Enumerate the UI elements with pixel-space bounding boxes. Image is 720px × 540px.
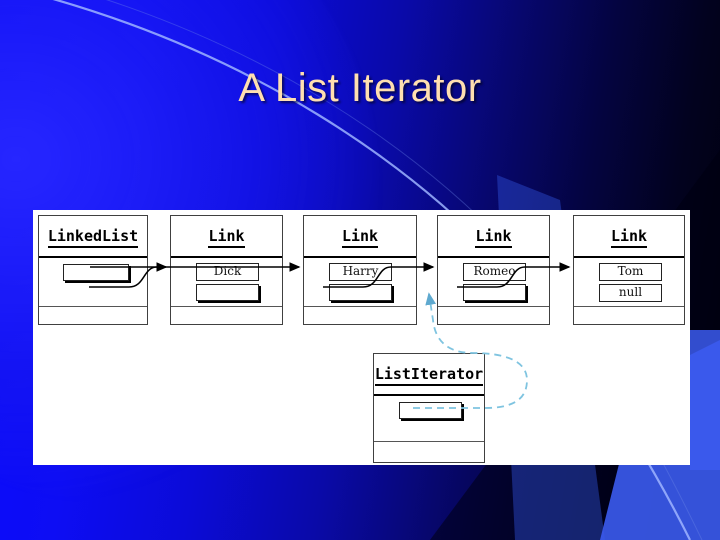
uml-divider-linkedlist: [39, 306, 147, 307]
field-linkedlist-head[interactable]: [63, 264, 129, 281]
uml-box-title-listiterator: ListIterator: [374, 354, 484, 396]
uml-divider-link-tom: [574, 306, 684, 307]
field-link-dick-value[interactable]: Dick: [196, 263, 259, 281]
field-link-harry-next[interactable]: [329, 284, 392, 301]
uml-box-link-romeo[interactable]: Link Romeo: [437, 215, 550, 325]
uml-box-title-link-dick: Link: [171, 216, 282, 258]
uml-divider-listiterator: [374, 441, 484, 442]
page-title: A List Iterator: [238, 66, 482, 110]
uml-box-link-tom[interactable]: Link Tom null: [573, 215, 685, 325]
uml-box-title-linkedlist: LinkedList: [39, 216, 147, 258]
uml-box-listiterator[interactable]: ListIterator: [373, 353, 485, 463]
uml-divider-link-dick: [171, 306, 282, 307]
uml-box-linkedlist[interactable]: LinkedList: [38, 215, 148, 325]
field-link-tom-value[interactable]: Tom: [599, 263, 662, 281]
uml-divider-link-harry: [304, 306, 416, 307]
diagram-panel: LinkedList Link Dick Link Harry: [33, 210, 690, 465]
field-link-romeo-next[interactable]: [463, 284, 526, 301]
uml-box-title-link-harry: Link: [304, 216, 416, 258]
field-link-harry-value[interactable]: Harry: [329, 263, 392, 281]
field-link-dick-next[interactable]: [196, 284, 259, 301]
uml-box-title-link-romeo: Link: [438, 216, 549, 258]
field-listiterator-position[interactable]: [399, 402, 462, 419]
uml-divider-link-romeo: [438, 306, 549, 307]
field-link-romeo-value[interactable]: Romeo: [463, 263, 526, 281]
uml-box-link-harry[interactable]: Link Harry: [303, 215, 417, 325]
field-link-tom-next[interactable]: null: [599, 284, 662, 302]
uml-box-link-dick[interactable]: Link Dick: [170, 215, 283, 325]
uml-box-title-link-tom: Link: [574, 216, 684, 258]
